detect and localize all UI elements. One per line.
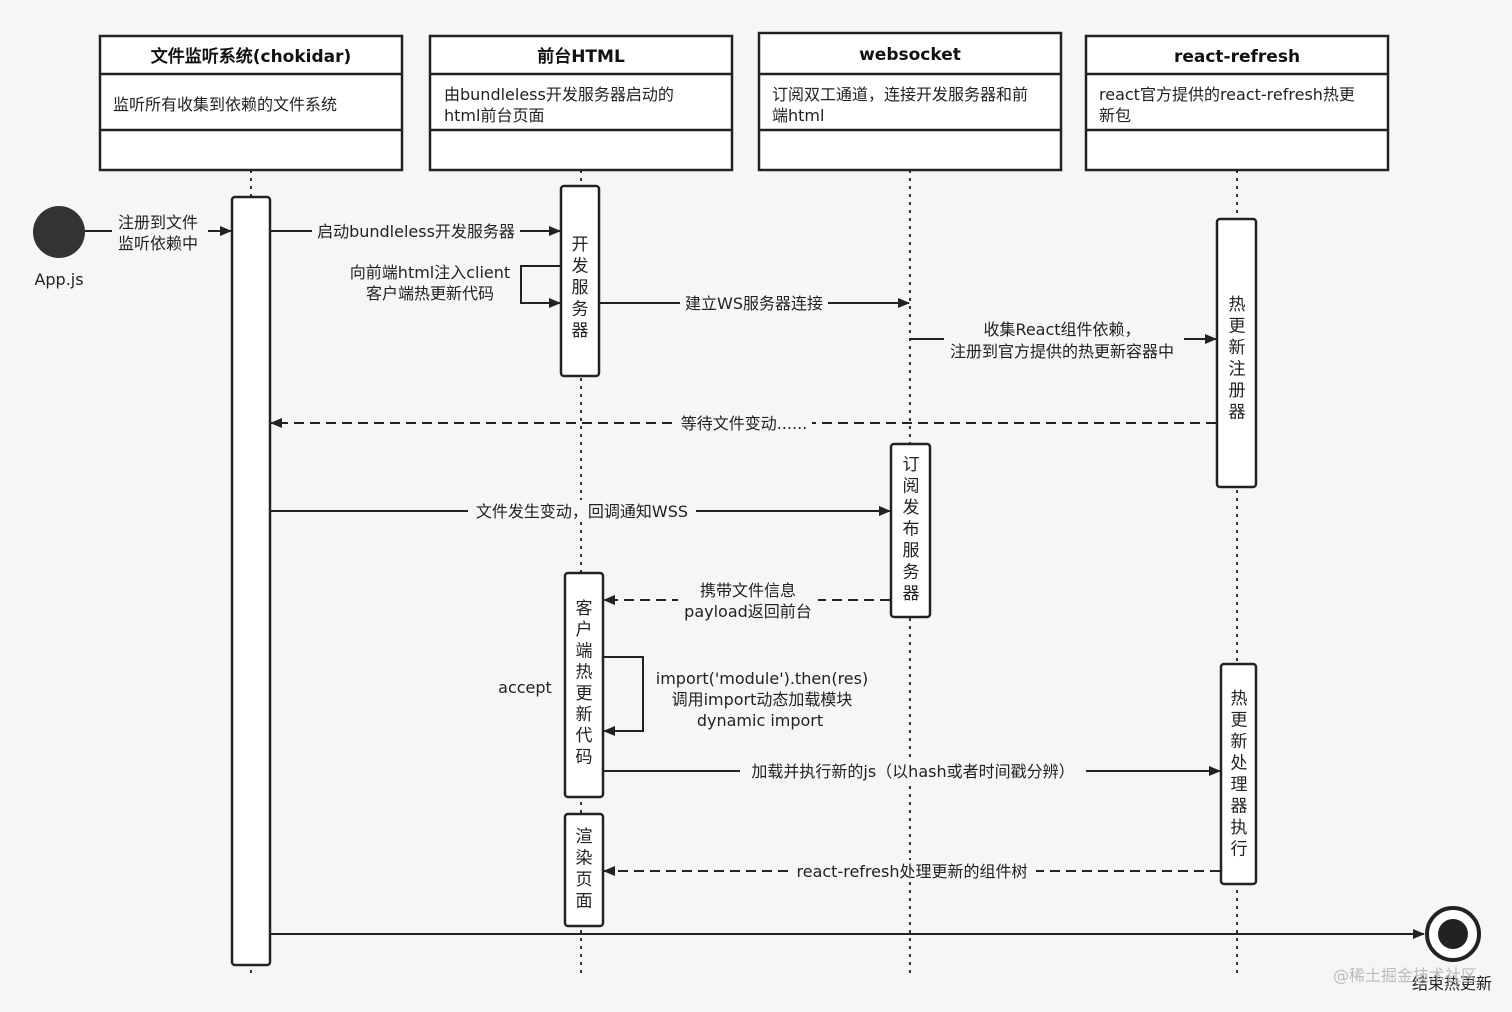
load-exec-label: 加载并执行新的js（以hash或者时间戳分辨） bbox=[751, 762, 1074, 781]
hot-registry-label: 热更新注册器 bbox=[1229, 295, 1246, 423]
activation-hot-registry bbox=[1215, 217, 1258, 489]
actor-react-refresh: react-refresh react官方提供的react-refresh热更 … bbox=[1084, 34, 1390, 172]
actor-desc: 由bundleless开发服务器启动的 bbox=[444, 85, 674, 104]
activation-dev-server bbox=[559, 184, 601, 378]
actor-title: 前台HTML bbox=[537, 46, 625, 67]
actor-desc: react官方提供的react-refresh热更 bbox=[1099, 85, 1355, 104]
actor-title: 文件监听系统(chokidar) bbox=[151, 46, 352, 67]
inject-client-label: 客户端热更新代码 bbox=[366, 284, 494, 303]
register-label: 监听依赖中 bbox=[118, 234, 198, 253]
activation-bars bbox=[230, 184, 1258, 967]
file-changed-label: 文件发生变动，回调通知WSS bbox=[476, 502, 688, 521]
actor-frontend-html: 前台HTML 由bundleless开发服务器启动的 html前台页面 bbox=[428, 34, 734, 172]
collect-deps-label: 注册到官方提供的热更新容器中 bbox=[950, 342, 1174, 361]
payload-return-label: 携带文件信息 bbox=[700, 581, 796, 600]
actor-desc: 新包 bbox=[1099, 106, 1131, 125]
pubsub-server-label: 订阅发布服务器 bbox=[903, 455, 920, 604]
message-labels: 注册到文件 监听依赖中 启动bundleless开发服务器 向前端html注入c… bbox=[112, 212, 1184, 882]
actor-desc: 订阅双工通道，连接开发服务器和前 bbox=[772, 85, 1028, 104]
update-tree-label: react-refresh处理更新的组件树 bbox=[797, 862, 1028, 881]
client-hot-code-label: 客户端热更新代码 bbox=[576, 599, 593, 767]
start-node: App.js bbox=[33, 206, 85, 289]
payload-return-label: payload返回前台 bbox=[684, 602, 812, 621]
actor-title: websocket bbox=[859, 45, 961, 65]
watermark: @稀土掘金技术社区 bbox=[1333, 966, 1477, 985]
actor-websocket: websocket 订阅双工通道，连接开发服务器和前 端html bbox=[757, 31, 1063, 172]
actor-chokidar: 文件监听系统(chokidar) 监听所有收集到依赖的文件系统 bbox=[98, 34, 404, 172]
activation-hot-executor bbox=[1219, 662, 1258, 886]
ws-connect-label: 建立WS服务器连接 bbox=[685, 294, 823, 313]
dynamic-import-label: dynamic import bbox=[697, 711, 823, 730]
end-label: 结束热更新 bbox=[1412, 974, 1492, 993]
actor-desc: 监听所有收集到依赖的文件系统 bbox=[113, 95, 337, 114]
render-page-label: 渲染页面 bbox=[576, 827, 593, 912]
actor-desc: 端html bbox=[772, 106, 824, 125]
wait-change-label: 等待文件变动...... bbox=[681, 414, 808, 433]
end-dot bbox=[1438, 919, 1468, 949]
arrow-dynamic-import bbox=[603, 656, 644, 736]
dev-server-label: 开发服务器 bbox=[572, 235, 589, 341]
hot-executor-label: 热更新处理器执行 bbox=[1231, 689, 1248, 860]
collect-deps-label: 收集React组件依赖， bbox=[983, 320, 1140, 339]
activation-pubsub-server bbox=[889, 442, 932, 619]
actor-title: react-refresh bbox=[1174, 47, 1300, 67]
actor-desc: html前台页面 bbox=[444, 106, 544, 125]
inject-client-label: 向前端html注入client bbox=[350, 263, 510, 282]
activation-chokidar bbox=[230, 195, 272, 967]
activation-client-hot-code bbox=[563, 571, 605, 799]
start-label: App.js bbox=[34, 270, 83, 289]
start-server-label: 启动bundleless开发服务器 bbox=[317, 222, 515, 241]
arrow-inject-client bbox=[520, 265, 561, 308]
accept-label: accept bbox=[498, 678, 552, 697]
start-dot bbox=[33, 206, 85, 258]
register-label: 注册到文件 bbox=[118, 213, 198, 232]
dynamic-import-label: 调用import动态加载模块 bbox=[672, 690, 853, 709]
end-node: 结束热更新 bbox=[1412, 906, 1492, 993]
dynamic-import-label: import('module').then(res) bbox=[656, 669, 868, 688]
